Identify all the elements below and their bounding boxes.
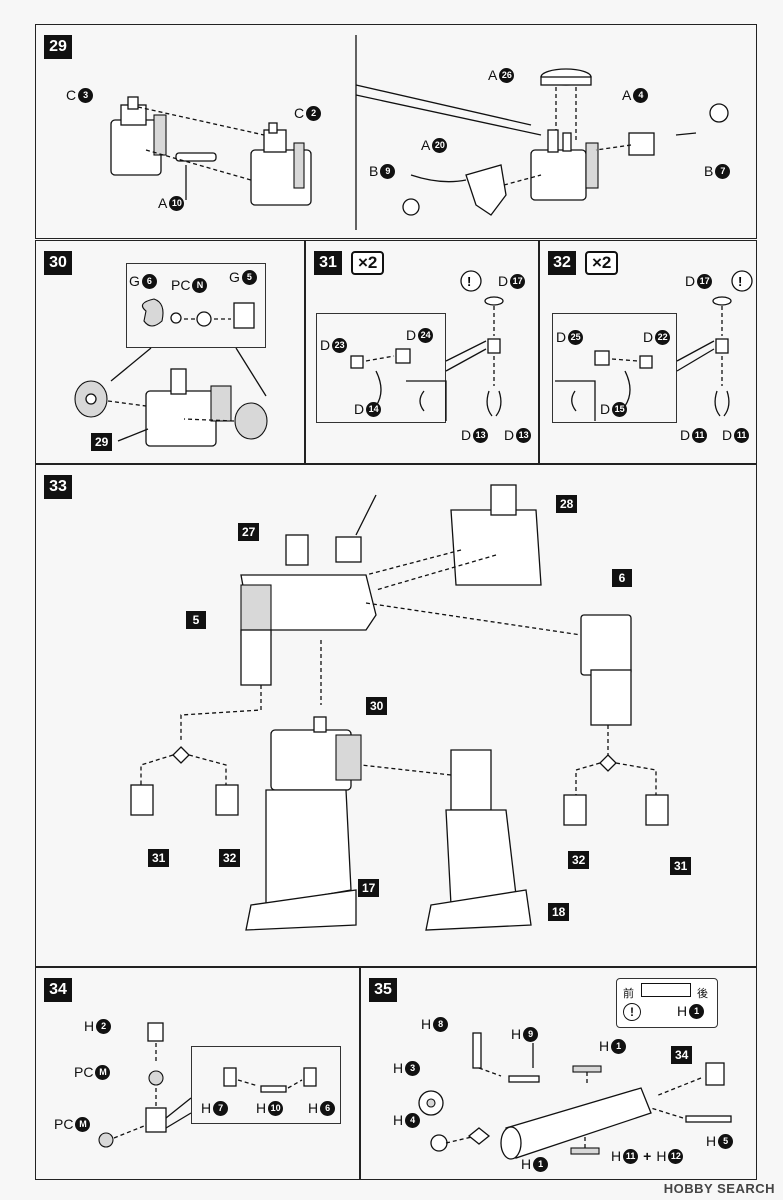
watermark: HOBBY SEARCH [663, 1181, 775, 1196]
step-number: 34 [44, 978, 72, 1002]
step-35-illustration [418, 1032, 732, 1160]
assembly-tag: 5 [186, 611, 206, 629]
step-number: 35 [369, 978, 397, 1002]
rail-icon [641, 983, 691, 997]
front-label: 前 [623, 988, 634, 1000]
step-33-illustration [130, 484, 669, 931]
exclamation-circle-icon: ! [623, 1003, 641, 1021]
step-33-panel: 33 [35, 464, 757, 967]
assembly-tag: 32 [219, 849, 241, 867]
quantity-badge: ×2 [585, 251, 619, 275]
assembly-tag: 29 [91, 433, 113, 451]
assembly-tag: 18 [548, 903, 570, 921]
step-number: 32 [548, 251, 576, 275]
assembly-tag: 27 [238, 523, 260, 541]
assembly-tag: 17 [358, 879, 380, 897]
step-34-illustration [98, 1022, 317, 1148]
assembly-tag: 32 [568, 851, 590, 869]
assembly-tag: 6 [612, 569, 632, 587]
step-29-panel: 29 [35, 24, 757, 239]
step-32-illustration: ! [555, 270, 753, 421]
assembly-tag: 31 [148, 849, 170, 867]
step-number: 31 [314, 251, 342, 275]
step-30-illustration [74, 298, 268, 447]
step-31-illustration: ! [350, 270, 504, 421]
quantity-badge: ×2 [351, 251, 385, 275]
exclamation-circle-icon: ! [738, 274, 742, 289]
back-label: 後 [697, 988, 708, 1000]
step-number: 30 [44, 251, 72, 275]
step-number: 29 [44, 35, 72, 59]
step-29-illustration [110, 35, 729, 230]
assembly-tag: 31 [670, 857, 692, 875]
step-number: 33 [44, 475, 72, 499]
assembly-tag: 34 [671, 1046, 693, 1064]
exclamation-circle-icon: ! [467, 274, 471, 289]
assembly-tag: 30 [366, 697, 388, 715]
assembly-tag: 28 [556, 495, 578, 513]
